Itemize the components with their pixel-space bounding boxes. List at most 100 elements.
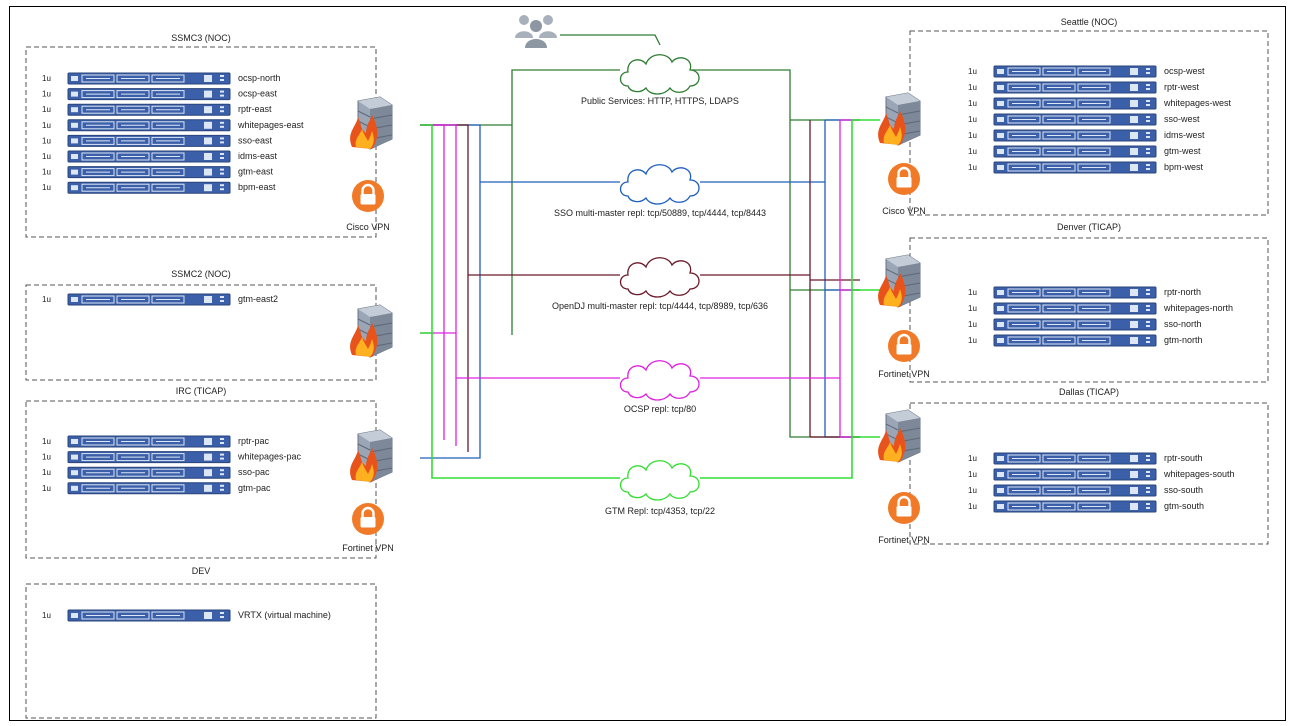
server-name: sso-south — [1164, 485, 1203, 495]
server-row: 1u bpm-west — [968, 161, 1204, 174]
server-rack-icon — [993, 65, 1157, 78]
server-rack-icon — [67, 134, 231, 147]
vpn-label: Fortinet VPN — [878, 369, 930, 379]
server-rack-icon — [993, 318, 1157, 331]
server-row: 1u gtm-north — [968, 334, 1203, 347]
cloud-gtm: GTM Repl: tcp/4353, tcp/22 — [605, 460, 715, 516]
rack-units-label: 1u — [968, 163, 977, 172]
users-icon — [515, 15, 557, 48]
group-title: Denver (TICAP) — [1057, 222, 1121, 232]
cloud-sso: SSO multi-master repl: tcp/50889, tcp/44… — [554, 164, 766, 218]
rack-units-label: 1u — [968, 336, 977, 345]
server-name: gtm-east — [238, 167, 274, 177]
server-rack-icon — [67, 435, 231, 448]
server-rack-icon — [67, 119, 231, 132]
rack-units-label: 1u — [42, 90, 51, 99]
server-rack-icon — [67, 466, 231, 479]
server-row: 1u gtm-east2 — [42, 293, 278, 306]
lock-icon — [886, 490, 922, 526]
vpn-dallas: Fortinet VPN — [878, 490, 930, 545]
server-row: 1u sso-west — [968, 113, 1200, 126]
connection-lines — [420, 34, 880, 479]
server-rack-icon — [993, 145, 1157, 158]
server-rack-icon — [993, 286, 1157, 299]
server-name: rptr-west — [1164, 82, 1200, 92]
rack-units-label: 1u — [968, 502, 977, 511]
server-row: 1u idms-west — [968, 129, 1205, 142]
vpn-label: Cisco VPN — [882, 206, 926, 216]
rack-units-label: 1u — [42, 453, 51, 462]
group-title: SSMC3 (NOC) — [171, 33, 231, 43]
rack-units-label: 1u — [968, 454, 977, 463]
rack-units-label: 1u — [968, 320, 977, 329]
server-name: idms-west — [1164, 130, 1205, 140]
server-name: gtm-west — [1164, 146, 1201, 156]
server-rack-icon — [67, 103, 231, 116]
server-name: sso-pac — [238, 467, 270, 477]
server-rack-icon — [993, 81, 1157, 94]
server-name: sso-west — [1164, 114, 1200, 124]
rack-units-label: 1u — [42, 105, 51, 114]
server-name: ocsp-east — [238, 89, 278, 99]
vpn-denver: Fortinet VPN — [878, 328, 930, 379]
rack-units-label: 1u — [968, 470, 977, 479]
vpn-label: Cisco VPN — [346, 222, 390, 232]
server-name: sso-east — [238, 135, 273, 145]
server-name: rptr-pac — [238, 436, 270, 446]
group-boundary — [25, 583, 377, 719]
rack-units-label: 1u — [42, 168, 51, 177]
server-rack-icon — [67, 88, 231, 101]
rack-units-label: 1u — [968, 115, 977, 124]
lock-icon — [350, 178, 386, 214]
cloud-opendj: OpenDJ multi-master repl: tcp/4444, tcp/… — [552, 257, 768, 311]
server-rack-icon — [67, 293, 231, 306]
server-name: gtm-east2 — [238, 294, 278, 304]
server-name: gtm-north — [1164, 335, 1203, 345]
rack-units-label: 1u — [42, 437, 51, 446]
cloud-icon — [619, 360, 700, 401]
server-row: 1u whitepages-north — [968, 302, 1233, 315]
rack-units-label: 1u — [42, 468, 51, 477]
group-title: SSMC2 (NOC) — [171, 269, 231, 279]
rack-units-label: 1u — [968, 304, 977, 313]
vpn-label: Fortinet VPN — [342, 543, 394, 553]
server-rack-icon — [67, 166, 231, 179]
lock-icon — [886, 328, 922, 364]
cloud-label: Public Services: HTTP, HTTPS, LDAPS — [581, 96, 739, 106]
vpn-label: Fortinet VPN — [878, 535, 930, 545]
rack-units-label: 1u — [42, 136, 51, 145]
server-row: 1u whitepages-south — [968, 468, 1235, 481]
server-name: whitepages-east — [237, 120, 304, 130]
server-name: bpm-west — [1164, 162, 1204, 172]
group-boundary — [909, 237, 1269, 383]
server-name: ocsp-north — [238, 73, 281, 83]
group-boundary — [25, 284, 377, 381]
rack-units-label: 1u — [42, 611, 51, 620]
rack-units-label: 1u — [968, 99, 977, 108]
rack-units-label: 1u — [968, 131, 977, 140]
server-name: whitepages-north — [1163, 303, 1233, 313]
server-name: bpm-east — [238, 182, 276, 192]
server-name: idms-east — [238, 151, 278, 161]
server-name: ocsp-west — [1164, 66, 1205, 76]
rack-units-label: 1u — [42, 295, 51, 304]
server-rack-icon — [993, 113, 1157, 126]
server-row: 1u idms-east — [42, 150, 278, 163]
server-name: whitepages-south — [1163, 469, 1235, 479]
cloud-label: GTM Repl: tcp/4353, tcp/22 — [605, 506, 715, 516]
group-title: Dallas (TICAP) — [1059, 387, 1119, 397]
group-title: IRC (TICAP) — [176, 386, 227, 396]
vpn-seattle: Cisco VPN — [882, 161, 926, 216]
server-row: 1u ocsp-east — [42, 88, 278, 101]
rack-units-label: 1u — [42, 152, 51, 161]
cloud-label: SSO multi-master repl: tcp/50889, tcp/44… — [554, 208, 766, 218]
